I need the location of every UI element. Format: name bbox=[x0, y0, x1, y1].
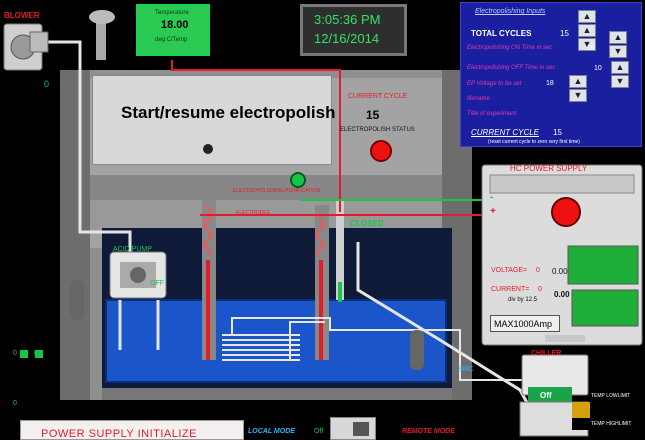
power-plus-label: + bbox=[490, 206, 496, 217]
start-electropolish-button[interactable]: Start/resume electropolish bbox=[92, 75, 336, 165]
mode-toggle-switch[interactable] bbox=[330, 417, 376, 440]
start-indicator-icon bbox=[203, 144, 213, 154]
chiller-temp-high: TEMP HIGHLIMIT bbox=[591, 421, 632, 427]
ep-voltage-down-button[interactable]: ▼ bbox=[569, 89, 587, 102]
on-time-value: 10 bbox=[587, 45, 595, 52]
status-dot bbox=[20, 350, 28, 358]
blower-icon bbox=[3, 23, 49, 71]
settings-up-button[interactable]: ▲ bbox=[578, 10, 596, 23]
ep-voltage-label: EP Voltage to be set bbox=[467, 81, 522, 87]
clock-time: 3:05:36 PM bbox=[314, 12, 381, 27]
filename-label: filename bbox=[467, 96, 490, 102]
closed-label: CLOSED bbox=[350, 219, 384, 228]
total-cycles-up-button[interactable]: ▲ bbox=[578, 24, 596, 37]
total-cycles-value: 15 bbox=[560, 29, 569, 38]
power-supply-initialize-button[interactable]: POWER SUPPLY INITIALIZE bbox=[20, 420, 244, 440]
ep-voltage-value: 18 bbox=[546, 80, 554, 87]
tank-handle-left bbox=[70, 280, 84, 320]
chiller-icon bbox=[519, 354, 590, 437]
left-value: 0 bbox=[13, 400, 17, 407]
acid-pump-state: OFF bbox=[150, 280, 164, 287]
tank-frame-side-left bbox=[60, 70, 90, 400]
temperature-value: 18.00 bbox=[161, 19, 189, 31]
voltage-label: VOLTAGE= bbox=[491, 267, 528, 274]
off-time-down-button[interactable]: ▼ bbox=[611, 75, 629, 88]
divider-note: div by 12.5 bbox=[508, 297, 538, 303]
acid-pump-label: ACID PUMP bbox=[113, 246, 152, 253]
acid-pipe bbox=[48, 40, 532, 409]
current-cycle-value: 15 bbox=[553, 128, 562, 137]
local-mode-label: LOCAL MODE bbox=[248, 428, 295, 435]
voltage-meter bbox=[567, 245, 639, 285]
tank-current-cycle-label: CURRENT CYCLE bbox=[348, 93, 408, 100]
temperature-unit: deg C/Temp bbox=[155, 37, 188, 43]
off-time-up-button[interactable]: ▲ bbox=[611, 61, 629, 74]
left-value: 0 bbox=[34, 350, 38, 357]
electrode-center bbox=[336, 200, 344, 300]
status-dot bbox=[35, 350, 43, 358]
current-value: 0 bbox=[538, 286, 542, 293]
blower-label: BLOWER bbox=[4, 11, 40, 20]
title-of-experiment-label: Title of experiment bbox=[467, 111, 517, 117]
settings-panel: Electropolishing Inputs ▲ TOTAL CYCLES 1… bbox=[460, 2, 642, 147]
rinse-bar-label: ELECTROPOLISHING PURIFICATION bbox=[233, 188, 321, 194]
current-label: CURRENT= bbox=[491, 286, 530, 293]
power-supply-knob bbox=[551, 197, 581, 227]
settings-title: Electropolishing Inputs bbox=[475, 8, 546, 15]
on-time-up-button[interactable]: ▲ bbox=[609, 31, 627, 44]
electropolish-status-label: ELECTROPOLISH STATUS bbox=[340, 127, 415, 133]
power-supply-initialize-label: POWER SUPPLY INITIALIZE bbox=[41, 428, 197, 440]
left-value: 0 bbox=[13, 350, 17, 357]
max-current-label: MAX1000Amp bbox=[494, 319, 553, 329]
smc-label: SMC bbox=[458, 366, 474, 373]
tank-base bbox=[102, 388, 452, 400]
current-display: 0.00 bbox=[554, 290, 570, 299]
electrodes-label: ELECTRODES bbox=[236, 210, 270, 216]
chiller-temp-low: TEMP LOWLIMIT bbox=[591, 393, 631, 399]
clock-display: 3:05:36 PM 12/16/2014 bbox=[300, 4, 407, 56]
total-cycles-label: TOTAL CYCLES bbox=[471, 29, 532, 38]
power-supply-title: HC POWER SUPPLY bbox=[510, 164, 588, 173]
electrode-rod-right bbox=[319, 260, 323, 360]
total-cycles-down-button[interactable]: ▼ bbox=[578, 38, 596, 51]
tank-current-cycle-value: 15 bbox=[366, 108, 380, 122]
exhaust-icon bbox=[89, 10, 115, 60]
electrode-center-tip bbox=[338, 282, 342, 302]
blower-value: 0 bbox=[44, 79, 50, 89]
mode-toggle-handle-icon bbox=[353, 422, 369, 436]
current-meter bbox=[571, 289, 639, 327]
electrode-rod-left bbox=[206, 260, 210, 360]
voltage-value: 0 bbox=[536, 267, 540, 274]
local-mode-state: Off bbox=[314, 428, 324, 435]
chiller-label: CHILLER bbox=[531, 350, 562, 357]
off-time-label: Electropolishing OFF Time in sec bbox=[467, 65, 556, 71]
electrode-spring-right bbox=[314, 214, 326, 256]
chiller-lid bbox=[545, 335, 585, 342]
off-time-value: 10 bbox=[594, 65, 602, 72]
power-supply-body bbox=[481, 164, 643, 346]
reset-note: (reset current cycle to zero very first … bbox=[488, 139, 580, 145]
acid-pump-icon bbox=[109, 251, 167, 299]
start-electropolish-label: Start/resume electropolish bbox=[121, 103, 336, 122]
power-minus-label: - bbox=[490, 192, 494, 203]
electrode-spring-left bbox=[202, 204, 214, 256]
tank-handle-right bbox=[410, 330, 424, 370]
temperature-gauge: Temperature 18.00 deg C/Temp bbox=[136, 4, 210, 56]
current-cycle-label: CURRENT CYCLE bbox=[471, 128, 540, 137]
signal-wire-red bbox=[171, 60, 341, 212]
temperature-title: Temperature bbox=[155, 10, 189, 16]
ep-voltage-up-button[interactable]: ▲ bbox=[569, 75, 587, 88]
max-current-button[interactable]: MAX1000Amp bbox=[490, 315, 560, 332]
green-status-light bbox=[290, 172, 306, 188]
remote-mode-label: REMOTE MODE bbox=[402, 428, 455, 435]
cooling-coil bbox=[222, 317, 540, 381]
on-time-label: Electropolishing ON Time in sec bbox=[467, 45, 553, 51]
electropolish-status-light bbox=[370, 140, 392, 162]
on-time-down-button[interactable]: ▼ bbox=[609, 45, 627, 58]
chiller-state: Off bbox=[540, 391, 552, 400]
voltage-display: 0.00 bbox=[552, 267, 568, 276]
clock-date: 12/16/2014 bbox=[314, 31, 380, 46]
